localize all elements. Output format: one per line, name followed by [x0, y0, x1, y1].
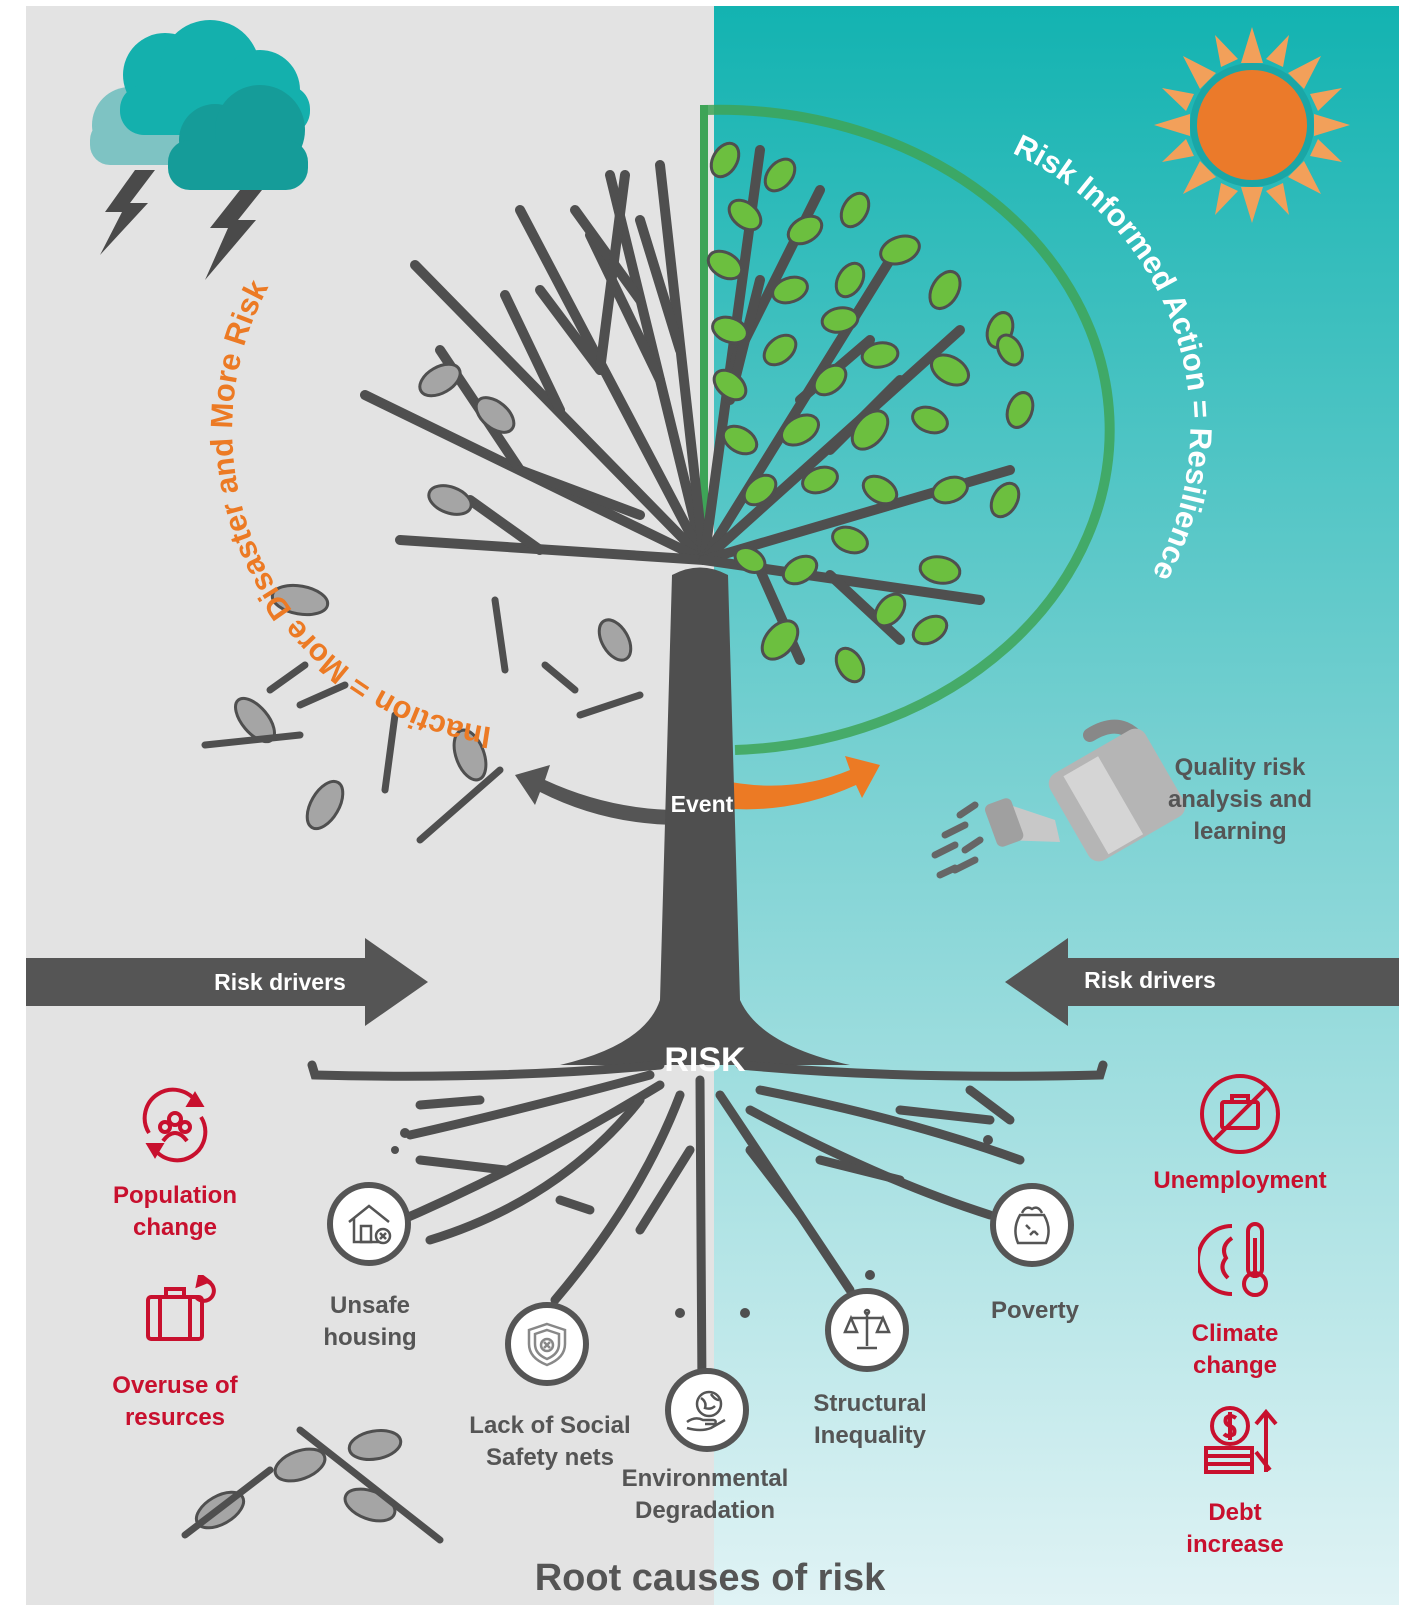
quality-risk-label: Quality risk analysis and learning [1167, 754, 1313, 845]
globe-hand-icon [665, 1368, 749, 1452]
sun-icon [1154, 27, 1350, 223]
population-cycle-icon [142, 1087, 208, 1163]
footer-title: Root causes of risk [534, 1557, 886, 1599]
green-leaves [706, 141, 1035, 684]
event-arrow-right [720, 756, 880, 810]
risk-drivers-arrow-right [1005, 938, 1399, 1026]
driver-left-label: Population change [113, 1182, 237, 1241]
root-dots [391, 1128, 993, 1318]
bare-branches [360, 160, 709, 565]
house-icon [327, 1182, 411, 1266]
event-arrow-left [515, 765, 680, 825]
root-cause-label: Lack of Social Safety nets [469, 1412, 631, 1471]
resilience-arc [703, 104, 1115, 755]
coins-increase-icon [1204, 1406, 1278, 1474]
tree-roots [307, 1060, 1108, 1395]
no-work-icon [1200, 1074, 1280, 1154]
risk-drivers-right-label: Risk drivers [1084, 967, 1216, 993]
root-cause-label: Environmental Degradation [621, 1465, 789, 1524]
root-cause-label: Unsafe housing [323, 1292, 417, 1351]
root-cause-label: Structural Inequality [813, 1390, 927, 1449]
driver-right-label: Climate change [1191, 1320, 1279, 1379]
storm-cloud-icon [90, 20, 310, 280]
tree-trunk [560, 567, 850, 1065]
globe-thermometer-icon [1198, 1222, 1268, 1297]
purse-icon [990, 1183, 1074, 1267]
falling-twigs [181, 596, 644, 1544]
root-cause-label: Poverty [990, 1297, 1080, 1324]
risk-label: RISK [664, 1041, 746, 1079]
risk-drivers-left-label: Risk drivers [214, 969, 346, 995]
scales-icon [825, 1288, 909, 1372]
driver-right-label: Debt increase [1186, 1499, 1284, 1558]
risk-drivers-arrow-left [26, 938, 428, 1026]
driver-right-label: Unemployment [1153, 1167, 1327, 1194]
watering-can-icon [931, 719, 1186, 879]
event-label: Event [670, 791, 734, 817]
shield-icon [505, 1302, 589, 1386]
driver-left-label: Overuse of resurces [112, 1372, 238, 1431]
suitcase-cycle-icon [146, 1275, 216, 1341]
